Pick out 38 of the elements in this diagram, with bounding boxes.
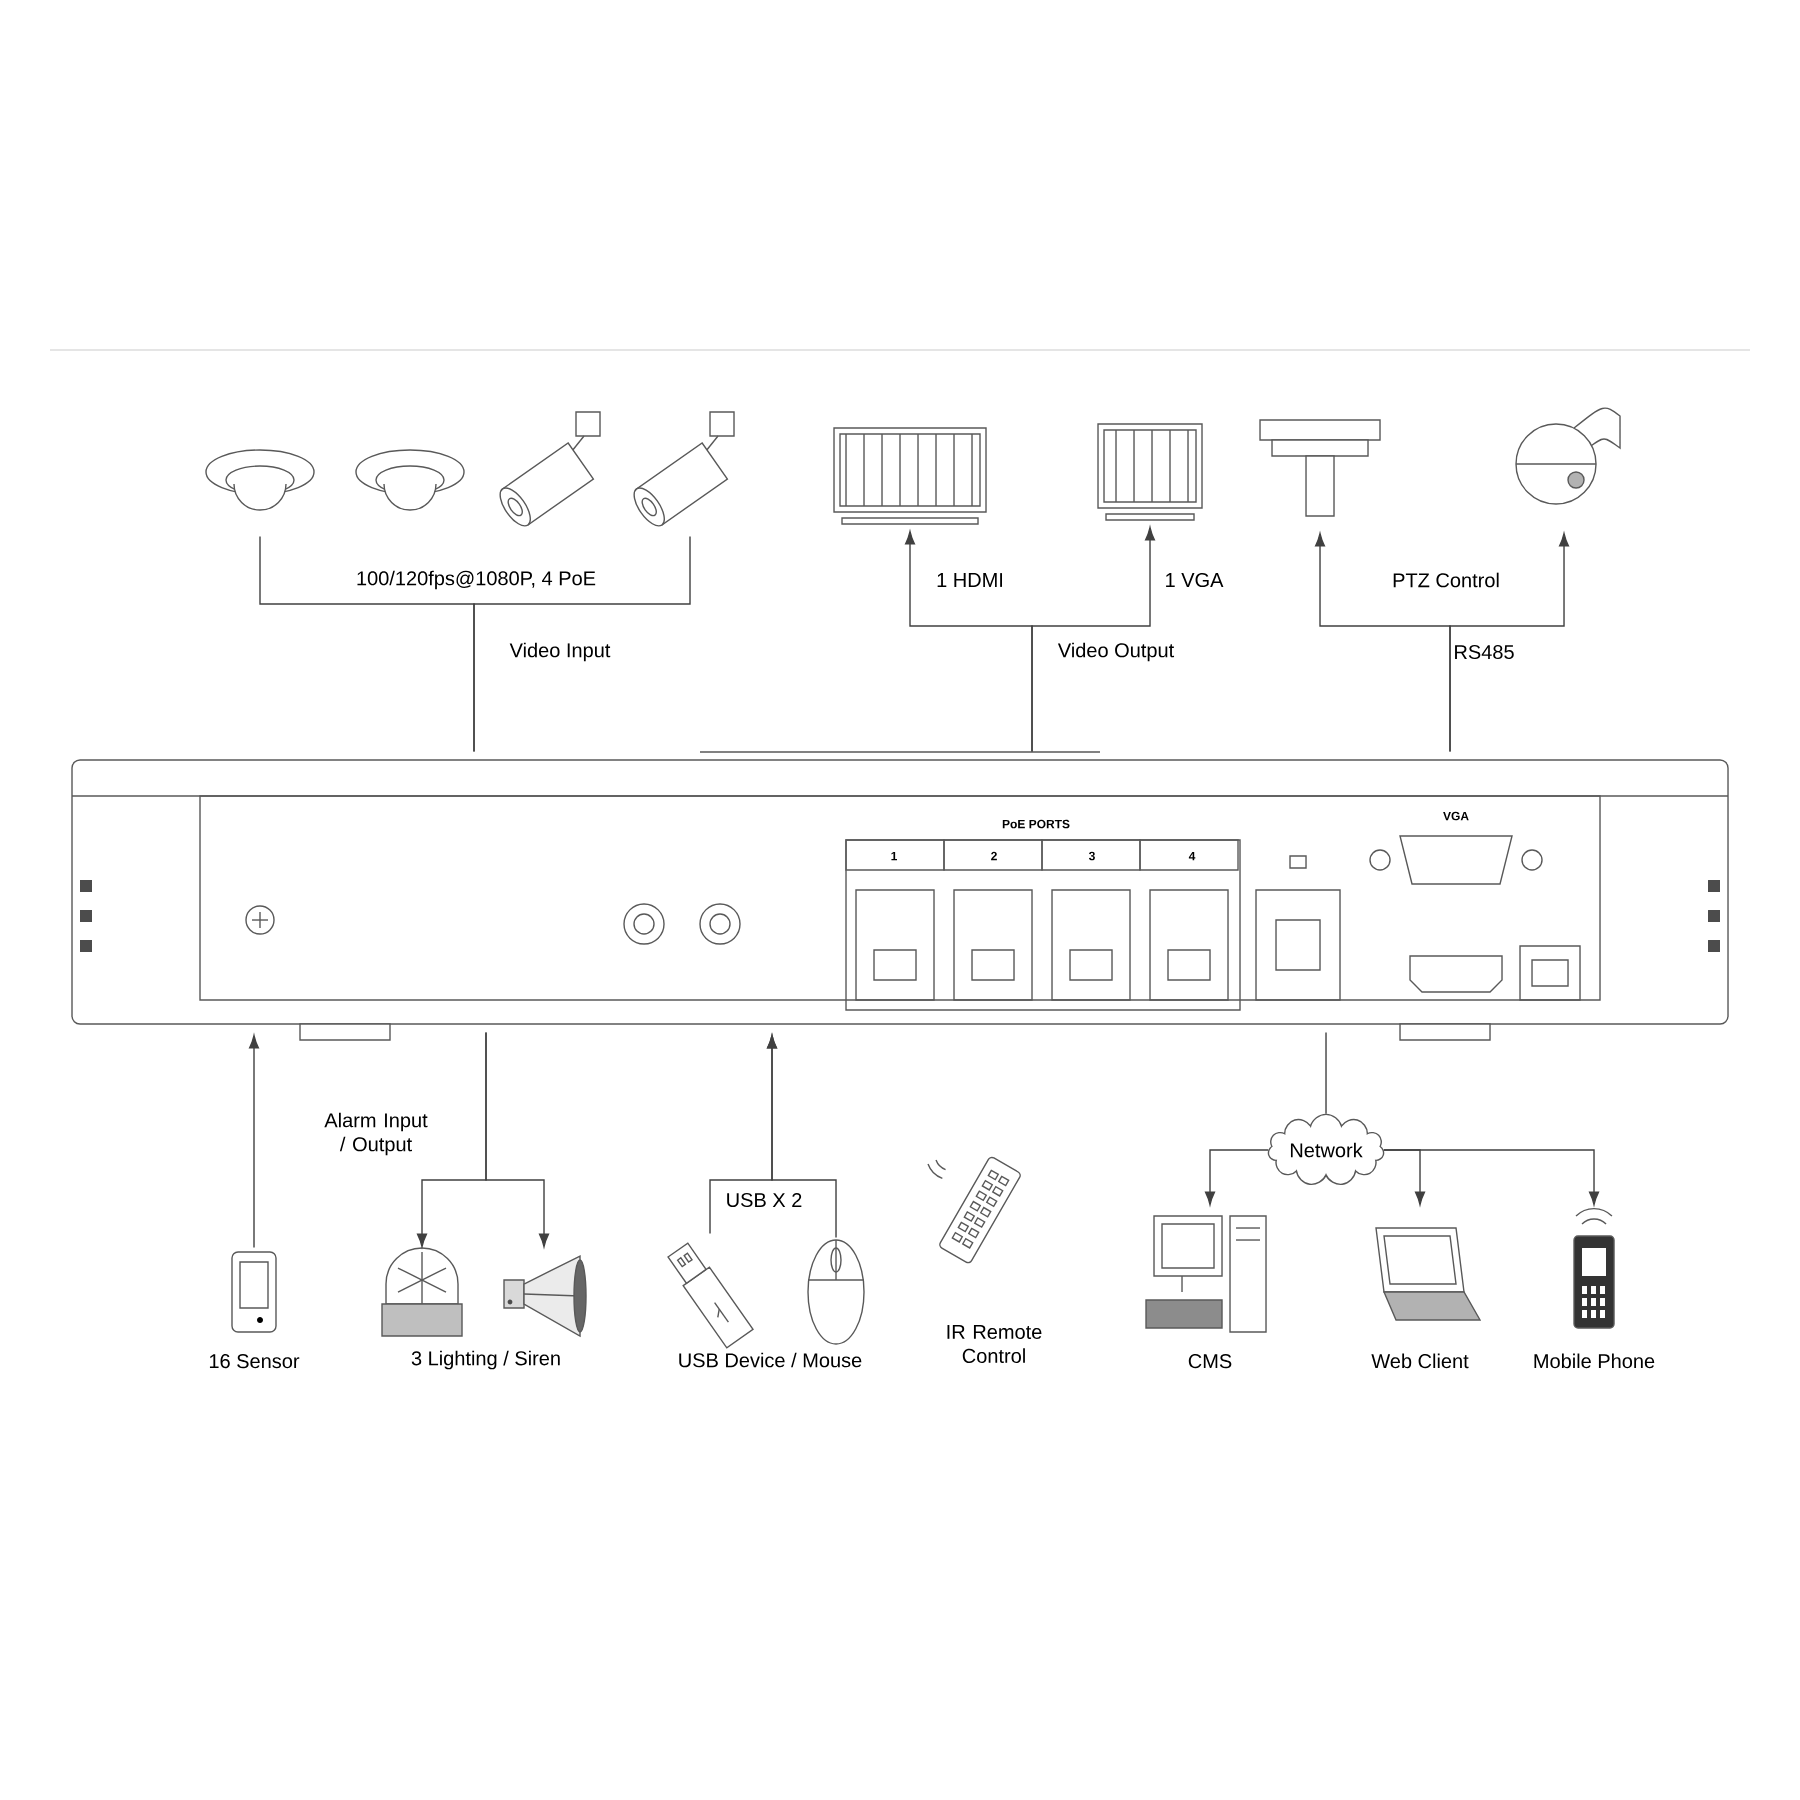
connector-line [766,1034,837,1239]
edge-label: 1 VGA [1162,570,1226,590]
device-caption: Web Client [1371,1353,1469,1369]
speed-dome-drawing [1515,407,1621,505]
connector-line [1449,532,1570,753]
connector-line [485,1031,550,1248]
device-caption: 16 Sensor [209,1354,300,1369]
trunk-label: Video Output [1057,642,1175,662]
connector-line [473,535,691,753]
connector-line [248,1034,260,1249]
bracket-label: 100/120fps@1080P, 4 PoE [357,570,596,590]
bracket-label: PTZ Control [1393,572,1499,588]
device-caption: USB Device / Mouse [679,1352,862,1368]
trunk-label: RS485 [1455,644,1514,660]
usb-stick-drawing [667,1242,754,1349]
device-caption: Mobile Phone [1534,1353,1655,1369]
bullet-camera-drawing [499,411,601,527]
trunk-label: Video Input [509,642,611,662]
siren-drawing [503,1254,587,1338]
device-caption: IR Remote Control [947,1325,1042,1363]
dome-camera-drawing [205,449,315,511]
mouse-drawing [807,1239,865,1345]
edge-label: 1 HDMI [934,571,1006,589]
box-camera-drawing [1259,419,1381,517]
recorder-drawing [71,751,1729,1041]
monitor-drawing [1097,423,1203,521]
connector-line [1205,1149,1269,1206]
device-caption: CMS [1188,1354,1232,1369]
warning-light-drawing [381,1247,463,1337]
connector-line [1031,526,1156,753]
connector-line [1325,1031,1327,1115]
bullet-camera-drawing [633,411,735,527]
dome-camera-drawing [355,449,465,511]
bracket-label: USB X 2 [727,1192,802,1208]
device-caption: 3 Lighting / Siren [411,1350,560,1370]
connector-line [1383,1149,1600,1206]
monitor-drawing [833,427,987,525]
trunk-label: Alarm Input / Output [324,1112,428,1156]
